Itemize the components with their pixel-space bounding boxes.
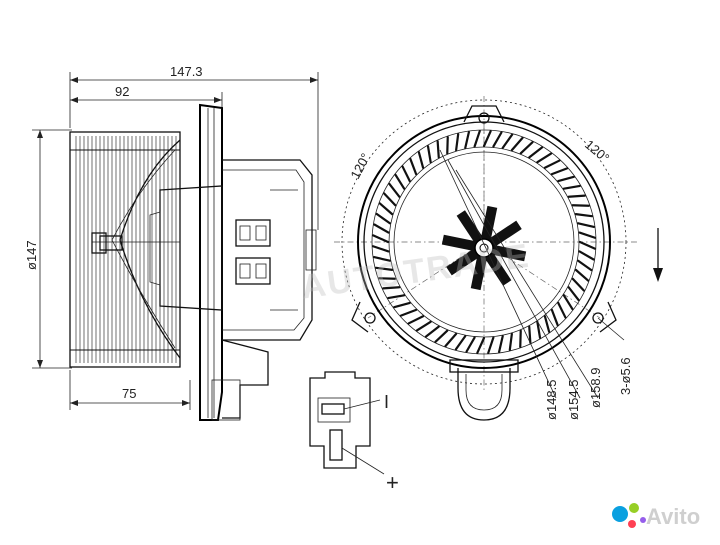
- dim-housing-length: 92: [115, 84, 129, 99]
- angle-left-label: 120°: [347, 151, 373, 182]
- impeller-blade: [475, 131, 480, 146]
- impeller-blade: [578, 261, 591, 270]
- impeller-blade: [510, 334, 512, 350]
- impeller-blade: [580, 251, 594, 259]
- angle-right-label: 120°: [582, 137, 612, 166]
- impeller-blade: [488, 338, 493, 353]
- mount-hole-left: [365, 313, 375, 323]
- impeller-blade: [467, 338, 475, 352]
- impeller-blade: [552, 168, 567, 174]
- impeller-blade: [558, 303, 565, 318]
- impeller-blade: [419, 152, 423, 168]
- impeller-blade: [558, 177, 574, 181]
- side-view: 147.3 92 ø147 75: [24, 64, 318, 420]
- impeller-blade: [428, 146, 431, 162]
- dim-d-inner: ø148.5: [544, 380, 559, 420]
- impeller-blade: [569, 196, 585, 197]
- impeller-blade: [396, 175, 405, 189]
- impeller-blade: [503, 135, 512, 148]
- impeller-blade: [564, 186, 580, 189]
- dim-overall-length: 147.3: [170, 64, 203, 79]
- impeller-blade: [580, 242, 595, 249]
- terminal-plus-label: +: [386, 470, 399, 495]
- impeller-blade: [573, 279, 584, 291]
- watermark-text: AUTOTRADE: [299, 237, 533, 307]
- impeller-blade: [465, 132, 469, 148]
- impeller-blade: [377, 214, 390, 223]
- fan-blades: [70, 136, 180, 363]
- impeller-blade: [493, 132, 501, 146]
- dim-shaft-length: 75: [122, 386, 136, 401]
- impeller-blade: [384, 193, 395, 205]
- impeller-blade: [477, 338, 484, 353]
- impeller-blade: [512, 138, 523, 150]
- impeller-blade: [578, 223, 594, 227]
- impeller-blade: [373, 235, 388, 242]
- impeller-blade: [456, 134, 458, 150]
- avito-dot-blue: [612, 506, 628, 522]
- impeller-blade: [580, 233, 595, 238]
- impeller-blade: [521, 142, 533, 153]
- impeller-blade: [569, 287, 579, 300]
- impeller-blade: [388, 295, 404, 298]
- impeller-blade: [374, 225, 388, 233]
- impeller-blade: [445, 334, 456, 346]
- avito-dot-red: [628, 520, 636, 528]
- impeller-blade: [537, 154, 551, 163]
- impeller-blade: [564, 295, 573, 309]
- connector-detail: I +: [310, 372, 399, 495]
- impeller-blade: [417, 322, 431, 331]
- impeller-blade: [373, 246, 388, 251]
- impeller-blade: [499, 336, 503, 352]
- dim-d-outer: ø158.9: [588, 368, 603, 408]
- impeller-blade: [409, 316, 424, 323]
- impeller-blade: [438, 141, 439, 157]
- impeller-blade: [394, 303, 410, 307]
- impeller-blade: [576, 270, 588, 281]
- avito-dot-green: [629, 503, 639, 513]
- impeller-blade: [552, 310, 558, 325]
- dim-diameter-fan: ø147: [24, 240, 39, 270]
- impeller-blade: [426, 327, 439, 337]
- impeller-blade: [435, 331, 447, 342]
- impeller-blade: [545, 161, 560, 168]
- impeller-blade: [410, 159, 416, 174]
- impeller-blade: [484, 131, 491, 146]
- impeller-blade: [529, 147, 542, 157]
- dim-d-mid: ø154.5: [566, 380, 581, 420]
- terminal-minus-label: I: [384, 392, 389, 412]
- impeller-blade: [456, 336, 465, 349]
- impeller-blade: [401, 310, 416, 316]
- impeller-blade: [380, 203, 392, 214]
- holes-spec: 3-ø5.6: [618, 357, 633, 395]
- impeller-blade: [576, 214, 592, 216]
- avito-logo: Avito: [612, 503, 700, 529]
- avito-logo-text: Avito: [646, 504, 700, 529]
- impeller-blade: [389, 184, 399, 197]
- impeller-blade: [403, 167, 410, 182]
